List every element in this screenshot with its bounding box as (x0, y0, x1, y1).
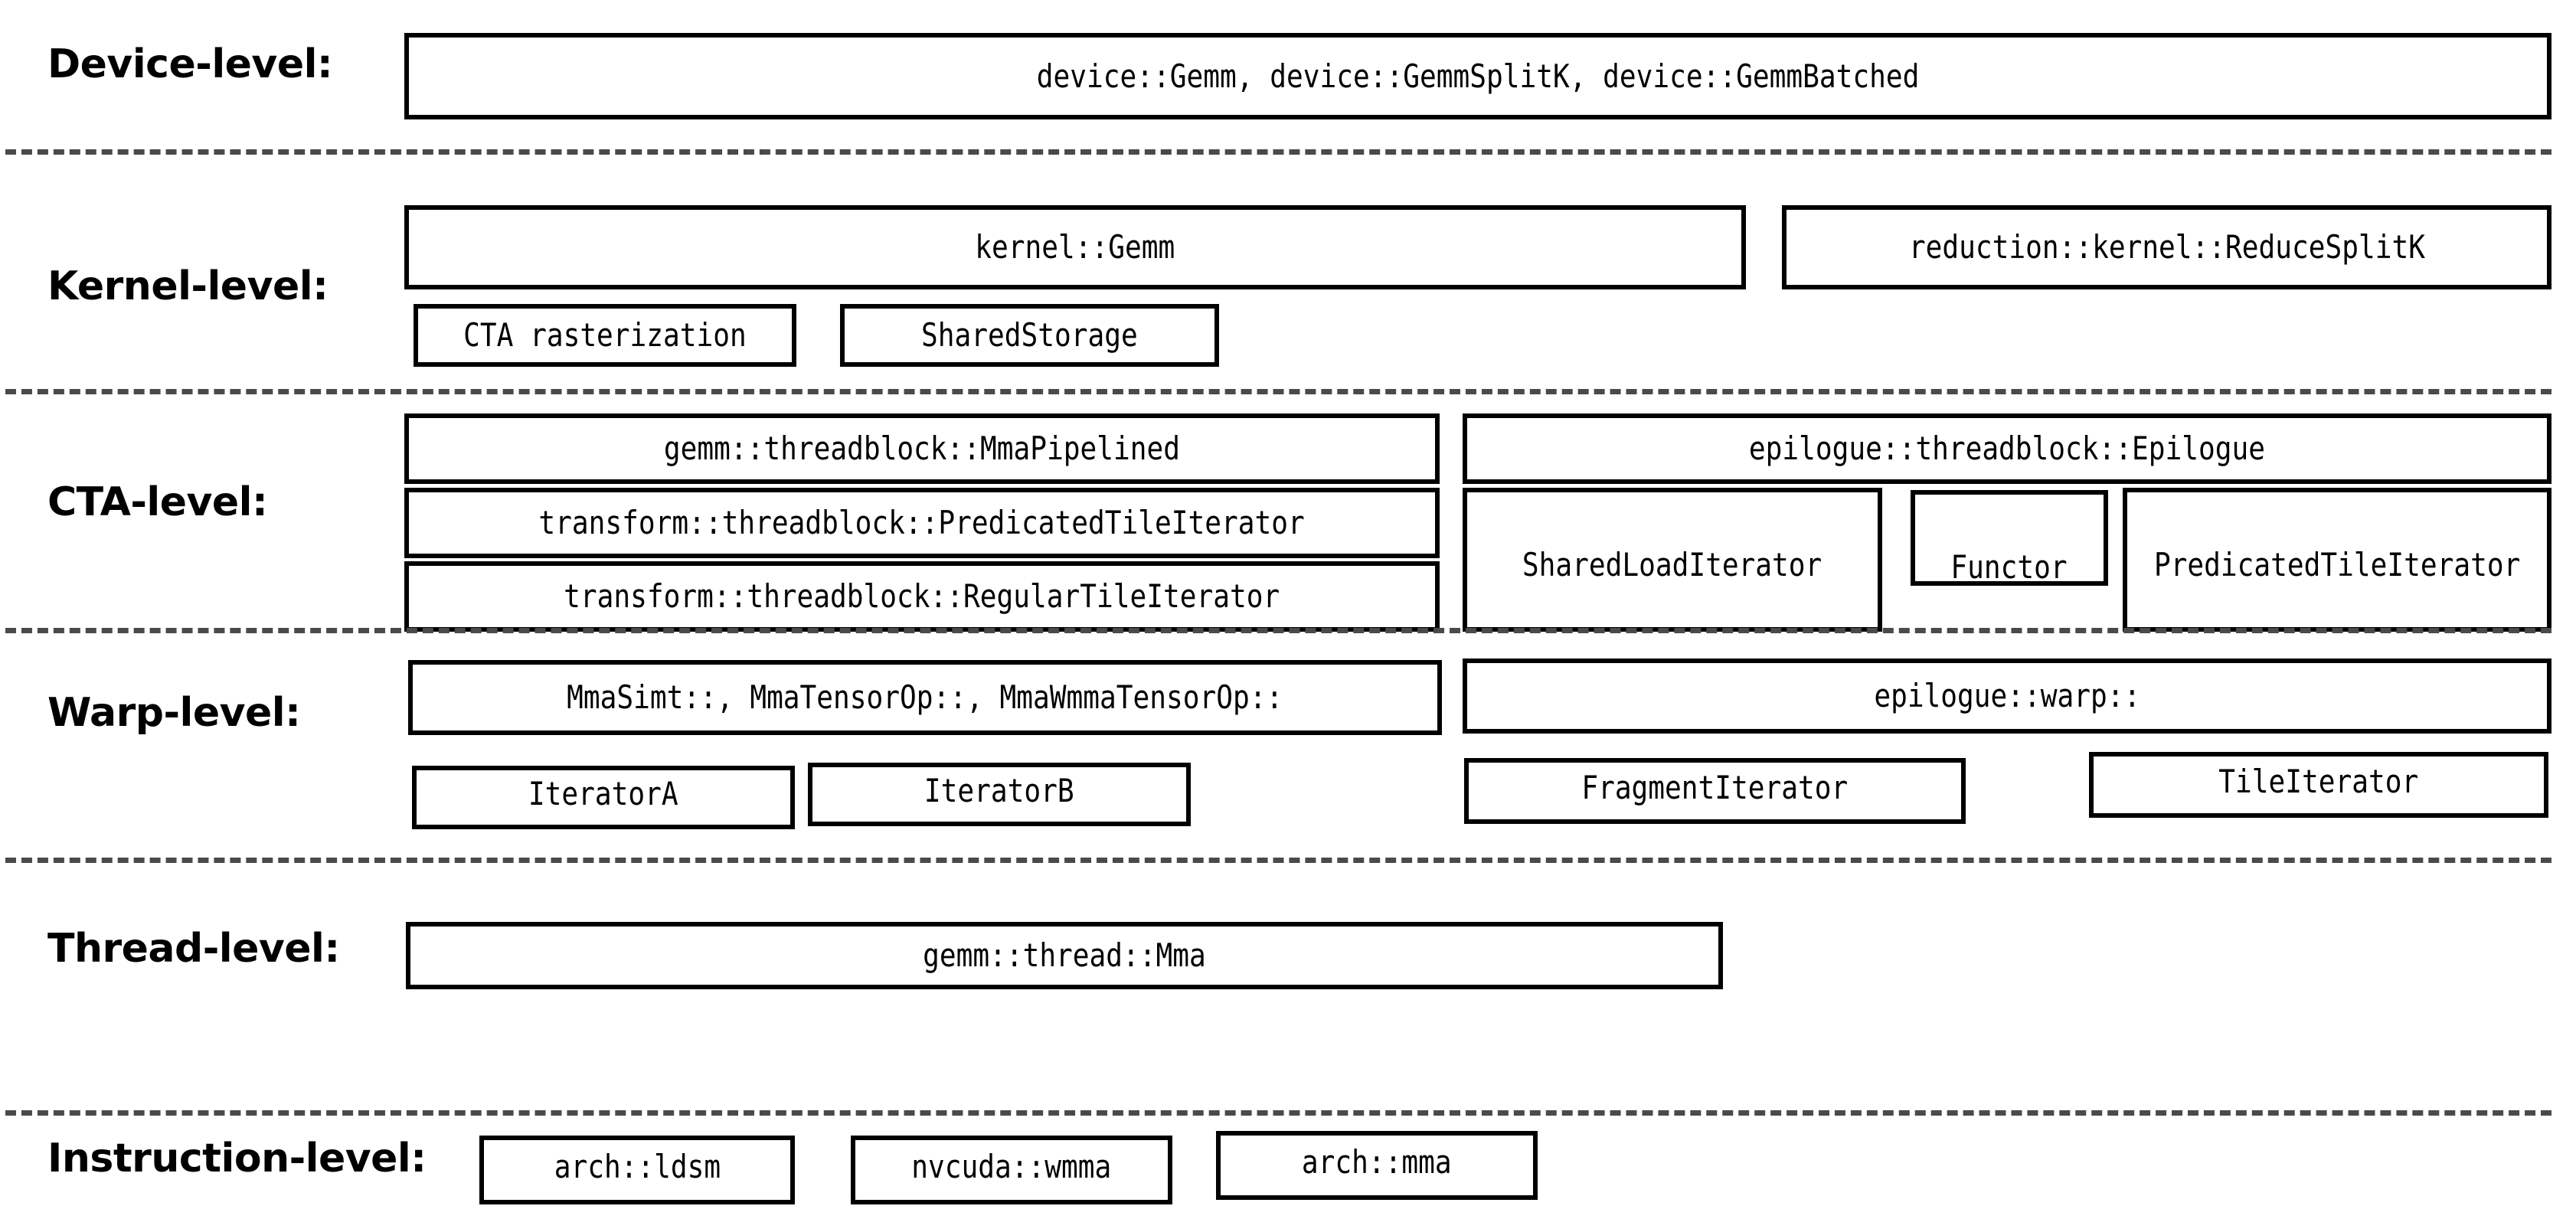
box-epilogue-warp[interactable]: epilogue::warp:: (1463, 659, 2551, 734)
box-arch-mma-label: arch::mma (1302, 1143, 1452, 1181)
box-iteratora-label: IteratorA (528, 775, 678, 812)
box-gemm-thread-mma[interactable]: gemm::thread::Mma (406, 922, 1723, 989)
box-iteratora[interactable]: IteratorA (412, 766, 795, 829)
box-epilogue-threadblock-epilogue-label: epilogue::threadblock::Epilogue (1748, 430, 2266, 467)
box-arch-ldsm-label: arch::ldsm (554, 1148, 721, 1185)
box-fragmentiterator[interactable]: FragmentIterator (1464, 758, 1966, 824)
box-transform-threadblock-regulartileiterator-label: transform::threadblock::RegularTileItera… (564, 577, 1280, 615)
box-gemm-thread-mma-label: gemm::thread::Mma (923, 936, 1206, 974)
separator-thread-instruction (5, 1110, 2551, 1116)
box-shared-storage-label: SharedStorage (921, 316, 1138, 354)
box-transform-threadblock-predicatedtileiterator-label: transform::threadblock::PredicatedTileIt… (538, 504, 1306, 541)
level-label-cta: CTA-level: (47, 479, 268, 525)
box-cta-rasterization[interactable]: CTA rasterization (414, 304, 796, 367)
box-kernel-gemm[interactable]: kernel::Gemm (404, 205, 1746, 289)
separator-cta-warp (5, 628, 2551, 633)
box-arch-ldsm[interactable]: arch::ldsm (479, 1136, 795, 1204)
box-tileiterator-label: TileIterator (2218, 763, 2419, 800)
box-epilogue-warp-label: epilogue::warp:: (1874, 677, 2140, 714)
box-gemm-threadblock-mmapipelined[interactable]: gemm::threadblock::MmaPipelined (404, 413, 1440, 484)
box-cta-rasterization-label: CTA rasterization (463, 316, 747, 354)
box-transform-threadblock-predicatedtileiterator[interactable]: transform::threadblock::PredicatedTileIt… (404, 488, 1440, 558)
separator-kernel-cta (5, 389, 2551, 394)
level-label-warp: Warp-level: (47, 690, 301, 736)
separator-device-kernel (5, 149, 2551, 155)
box-fragmentiterator-label: FragmentIterator (1581, 769, 1849, 806)
box-predicatedtileiterator-label: PredicatedTileIterator (2153, 546, 2521, 583)
level-label-device: Device-level: (47, 41, 333, 87)
box-kernel-gemm-label: kernel::Gemm (975, 228, 1175, 266)
level-label-instruction: Instruction-level: (47, 1136, 427, 1181)
box-reduction-kernel-reducesplitk[interactable]: reduction::kernel::ReduceSplitK (1782, 205, 2551, 289)
box-tileiterator[interactable]: TileIterator (2089, 752, 2548, 818)
box-functor[interactable]: Functor (1911, 490, 2108, 586)
level-label-thread: Thread-level: (47, 926, 340, 972)
level-label-kernel: Kernel-level: (47, 263, 329, 309)
box-device-gemm[interactable]: device::Gemm, device::GemmSplitK, device… (404, 33, 2551, 119)
box-gemm-threadblock-mmapipelined-label: gemm::threadblock::MmaPipelined (663, 430, 1181, 467)
box-arch-mma[interactable]: arch::mma (1216, 1131, 1538, 1200)
separator-warp-thread (5, 858, 2551, 863)
box-transform-threadblock-regulartileiterator[interactable]: transform::threadblock::RegularTileItera… (404, 561, 1440, 632)
box-iteratorb-label: IteratorB (924, 772, 1074, 809)
box-sharedloaditerator[interactable]: SharedLoadIterator (1463, 488, 1882, 632)
box-nvcuda-wmma[interactable]: nvcuda::wmma (851, 1136, 1172, 1204)
box-device-gemm-label: device::Gemm, device::GemmSplitK, device… (1036, 57, 1920, 95)
box-iteratorb[interactable]: IteratorB (808, 763, 1191, 826)
box-epilogue-threadblock-epilogue[interactable]: epilogue::threadblock::Epilogue (1463, 413, 2551, 484)
box-sharedloaditerator-label: SharedLoadIterator (1522, 546, 1822, 583)
box-functor-label: Functor (1950, 548, 2068, 586)
box-nvcuda-wmma-label: nvcuda::wmma (911, 1148, 1112, 1185)
box-warp-mma-ops[interactable]: MmaSimt::, MmaTensorOp::, MmaWmmaTensorO… (408, 660, 1442, 735)
box-reduction-kernel-reducesplitk-label: reduction::kernel::ReduceSplitK (1908, 228, 2425, 266)
box-predicatedtileiterator[interactable]: PredicatedTileIterator (2123, 488, 2551, 632)
box-warp-mma-ops-label: MmaSimt::, MmaTensorOp::, MmaWmmaTensorO… (567, 678, 1283, 716)
box-shared-storage[interactable]: SharedStorage (840, 304, 1219, 367)
